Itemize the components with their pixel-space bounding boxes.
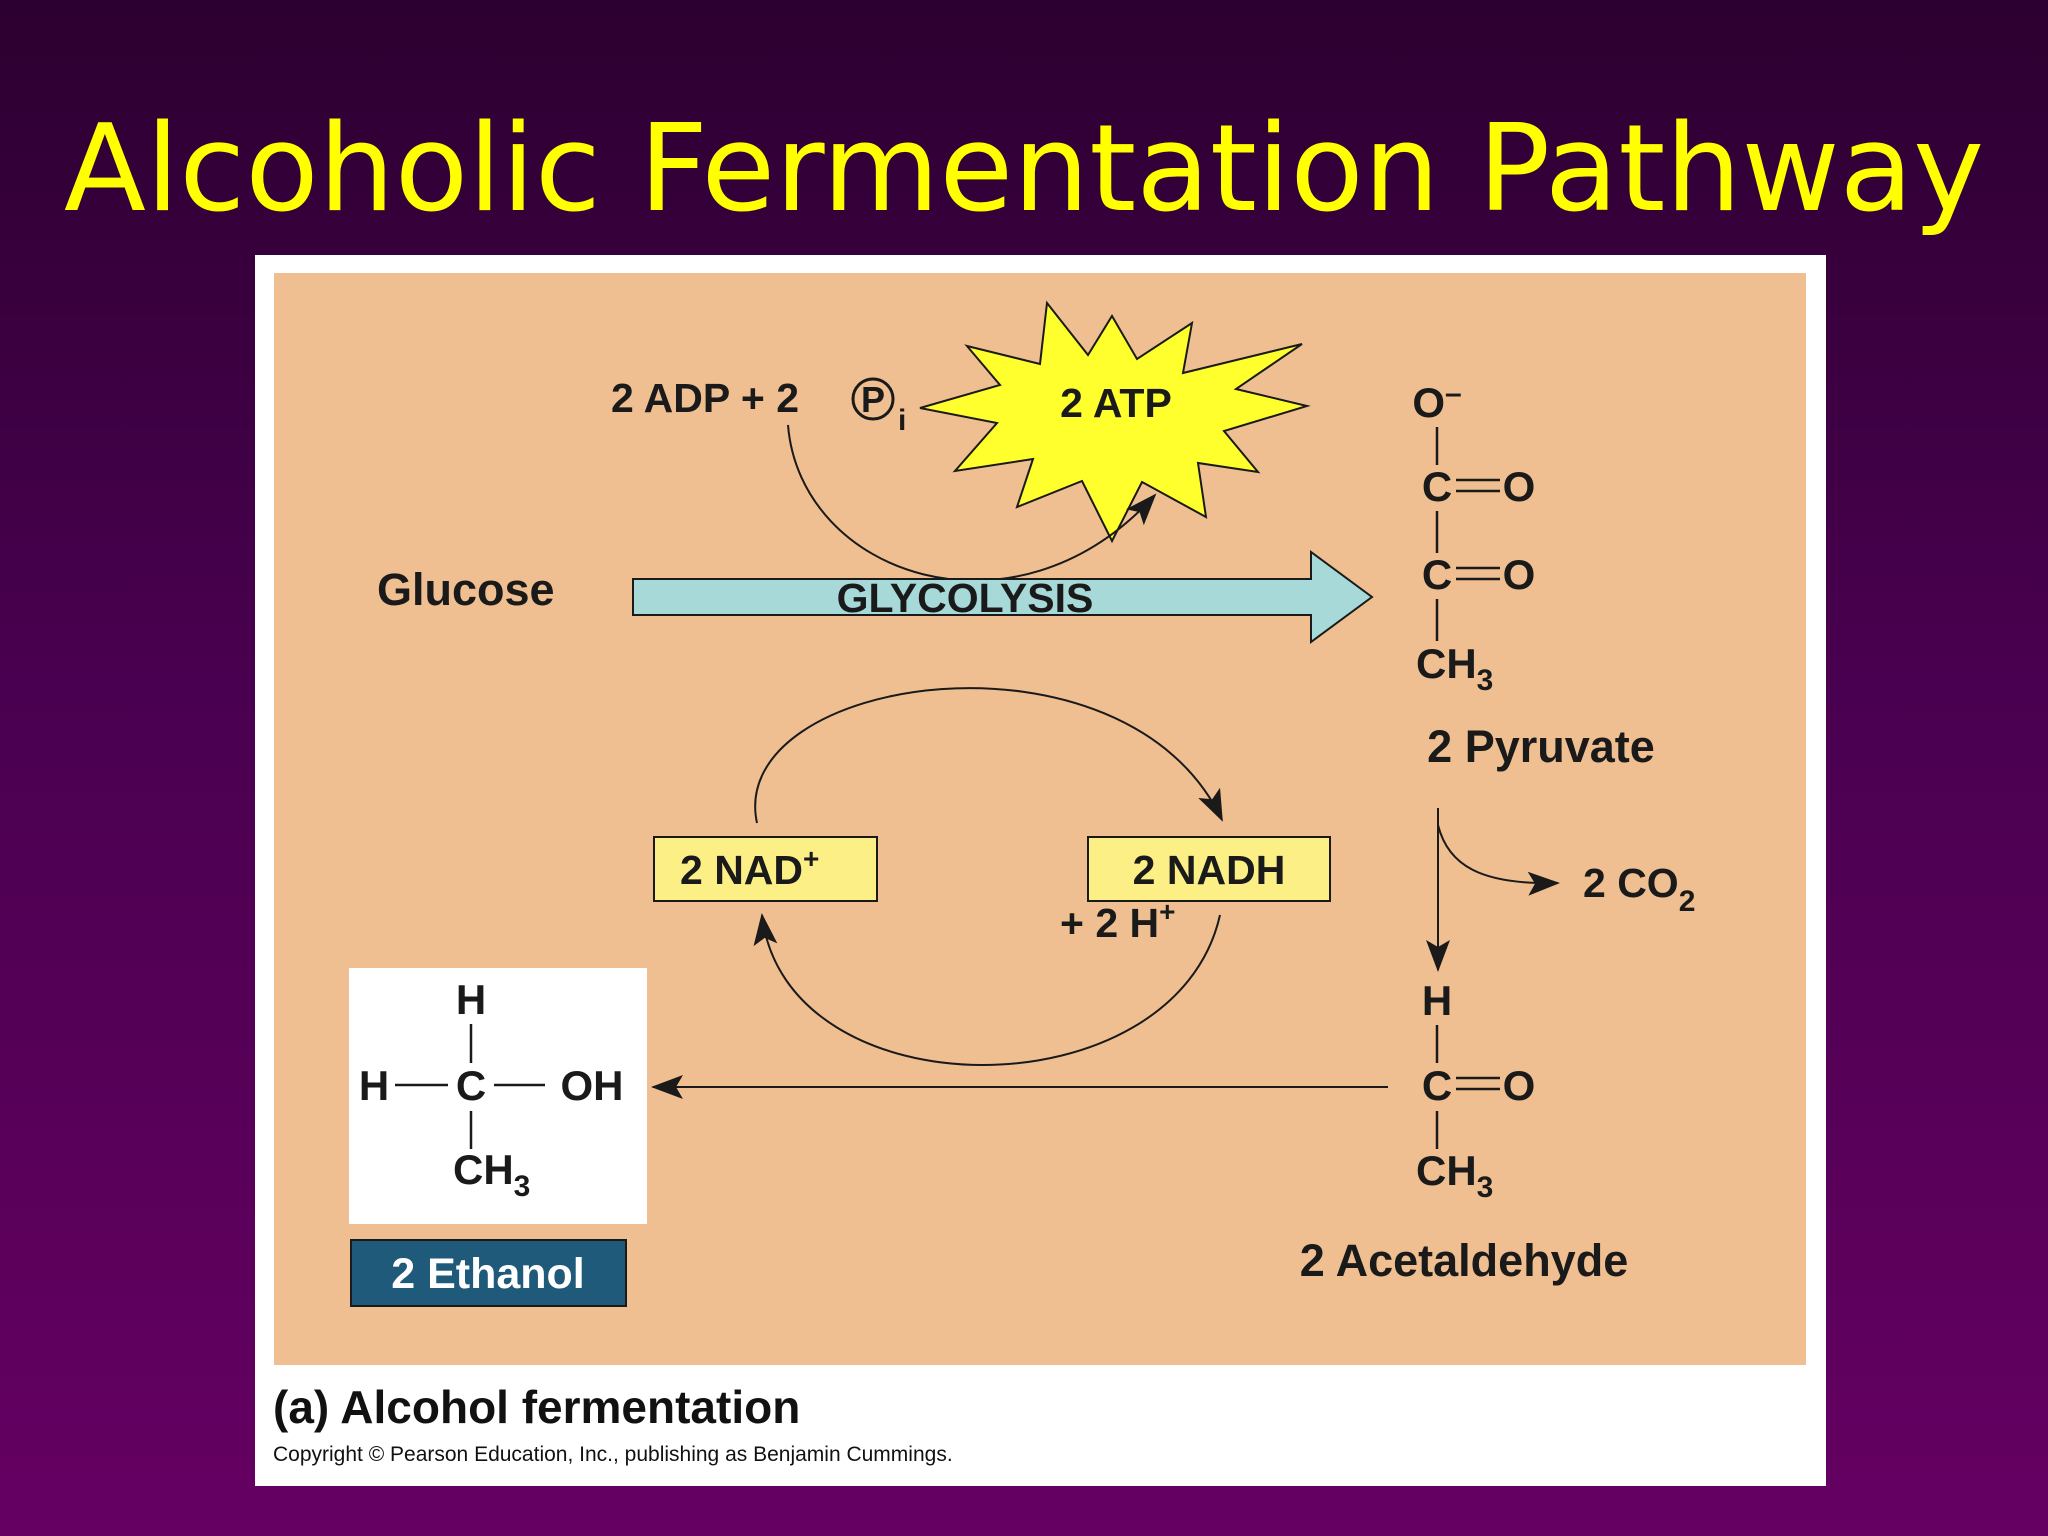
- figure-caption: (a) Alcohol fermentation: [273, 1381, 801, 1433]
- atp-label: 2 ATP: [1060, 380, 1172, 426]
- pyruvate-label: 2 Pyruvate: [1427, 721, 1655, 772]
- nadh-box: [1087, 836, 1331, 902]
- fermentation-figure: 2 ATP 2 ADP + 2 P i Glucose GLYCOLYSIS 2…: [255, 255, 1826, 1486]
- nadh-label: 2 NADH: [1133, 847, 1286, 893]
- ethanol-h-left: H: [359, 1062, 389, 1109]
- co2-release-arrow: [1437, 824, 1560, 896]
- pyruvate-ch3: CH3: [1416, 640, 1493, 697]
- ethanol-h-top: H: [456, 976, 486, 1023]
- pyruvate-structure: O– C O C O CH3: [1412, 377, 1535, 697]
- acetaldehyde-c: C: [1422, 1062, 1452, 1109]
- nad-plus-label: 2 NAD+: [680, 843, 819, 893]
- acetaldehyde-ch3: CH3: [1416, 1147, 1493, 1204]
- pyruvate-o1: O: [1503, 463, 1536, 510]
- ethanol-structure-box: [349, 968, 647, 1224]
- pyruvate-o2: O: [1503, 551, 1536, 598]
- ethanol-ch3: CH3: [453, 1146, 530, 1203]
- co2-label: 2 CO2: [1583, 860, 1695, 918]
- h-plus-label: + 2 H+: [1060, 896, 1176, 946]
- pyruvate-c2: C: [1422, 551, 1452, 598]
- atp-starburst: [919, 300, 1311, 544]
- phosphate-symbol: P: [861, 379, 885, 420]
- acetaldehyde-label: 2 Acetaldehyde: [1300, 1235, 1628, 1286]
- ethanol-label: 2 Ethanol: [391, 1250, 585, 1298]
- pyruvate-o-minus: O–: [1412, 377, 1461, 426]
- nad-reduction-arrow: [754, 687, 1223, 824]
- phosphate-subscript: i: [898, 404, 906, 437]
- nad-plus-box: [653, 836, 878, 902]
- nadh-oxidation-arrow: [753, 913, 1221, 1066]
- acetaldehyde-o: O: [1503, 1062, 1536, 1109]
- ethanol-label-box: [350, 1239, 627, 1307]
- pathway-diagram: 2 ATP 2 ADP + 2 P i Glucose GLYCOLYSIS 2…: [349, 300, 1695, 1307]
- glucose-label: Glucose: [377, 564, 555, 615]
- glycolysis-label: GLYCOLYSIS: [837, 575, 1094, 621]
- glycolysis-arrow: [632, 550, 1374, 644]
- copyright-notice: Copyright © Pearson Education, Inc., pub…: [273, 1443, 953, 1466]
- atp-synthesis-arrow: [787, 424, 1157, 582]
- ethanol-structure: H H C OH CH3: [359, 976, 624, 1203]
- phosphate-circle-icon: [851, 377, 895, 421]
- acetaldehyde-structure: H C O CH3: [1416, 977, 1535, 1204]
- slide-title: Alcoholic Fermentation Pathway: [63, 100, 1985, 239]
- adp-label: 2 ADP + 2: [611, 375, 799, 421]
- pyruvate-c1: C: [1422, 463, 1452, 510]
- ethanol-oh: OH: [561, 1062, 624, 1109]
- ethanol-c: C: [456, 1062, 486, 1109]
- acetaldehyde-h: H: [1422, 977, 1452, 1024]
